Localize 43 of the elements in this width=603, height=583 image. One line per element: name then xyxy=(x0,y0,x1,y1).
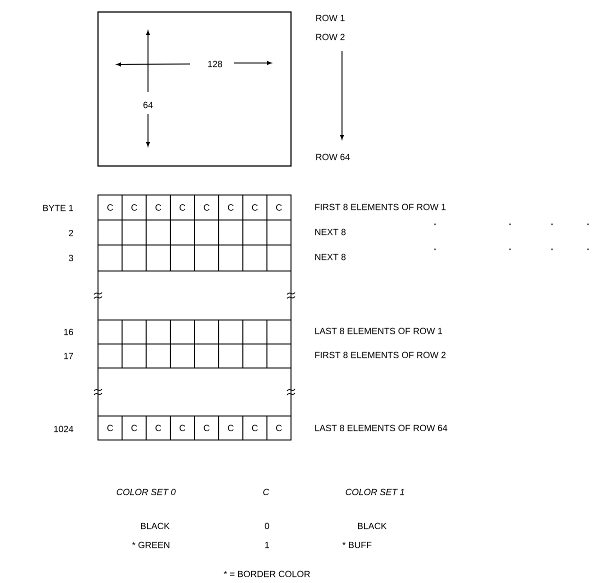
table-header: COLOR SET 0 xyxy=(116,488,176,496)
cell-letter: C xyxy=(107,204,114,211)
row-description: LAST 8 ELEMENTS OF ROW 1 xyxy=(315,328,442,334)
table-cell: 1 xyxy=(265,542,270,548)
row-description: FIRST 8 ELEMENTS OF ROW 2 xyxy=(315,352,446,358)
byte-number: 17 xyxy=(64,352,74,360)
cell-letter: C xyxy=(156,424,162,432)
row-label: ROW 64 xyxy=(316,154,350,160)
row-description: NEXT 8 xyxy=(315,254,346,260)
table-header: C xyxy=(263,488,270,496)
row-description: LAST 8 ELEMENTS OF ROW 64 xyxy=(315,424,448,432)
cell-letter: C xyxy=(131,424,138,432)
byte-number: BYTE 1 xyxy=(43,204,74,212)
cell-letter: C xyxy=(228,424,234,432)
row-label: ROW 2 xyxy=(316,34,345,40)
cell-letter: C xyxy=(204,204,210,211)
cell-letter: C xyxy=(276,204,282,211)
row-description: FIRST 8 ELEMENTS OF ROW 1 xyxy=(315,204,446,210)
table-cell: BLACK xyxy=(140,522,170,530)
cell-letter: C xyxy=(252,424,258,432)
cell-letter: C xyxy=(156,204,162,211)
cell-letter: C xyxy=(180,424,186,432)
table-cell: * GREEN xyxy=(132,542,170,548)
cell-letter: C xyxy=(252,204,258,211)
cell-letter: C xyxy=(180,204,186,211)
table-cell: 0 xyxy=(264,522,270,530)
byte-number: 2 xyxy=(68,230,74,236)
byte-number: 16 xyxy=(64,328,74,336)
cell-letter: C xyxy=(131,204,138,211)
row-description: NEXT 8 xyxy=(315,228,346,236)
dimension-label: 64 xyxy=(143,102,153,108)
row-label: ROW 1 xyxy=(316,14,345,22)
cell-letter: C xyxy=(228,204,234,211)
dimension-label: 128 xyxy=(208,60,222,68)
cell-letter: C xyxy=(107,424,114,432)
byte-number: 1024 xyxy=(54,426,74,432)
table-header: COLOR SET 1 xyxy=(346,488,404,496)
footnote: * = BORDER COLOR xyxy=(224,570,310,578)
cell-letter: C xyxy=(276,424,282,432)
byte-number: 3 xyxy=(68,254,74,262)
table-cell: * BUFF xyxy=(342,542,372,548)
cell-letter: C xyxy=(204,424,210,432)
table-cell: BLACK xyxy=(358,522,387,530)
